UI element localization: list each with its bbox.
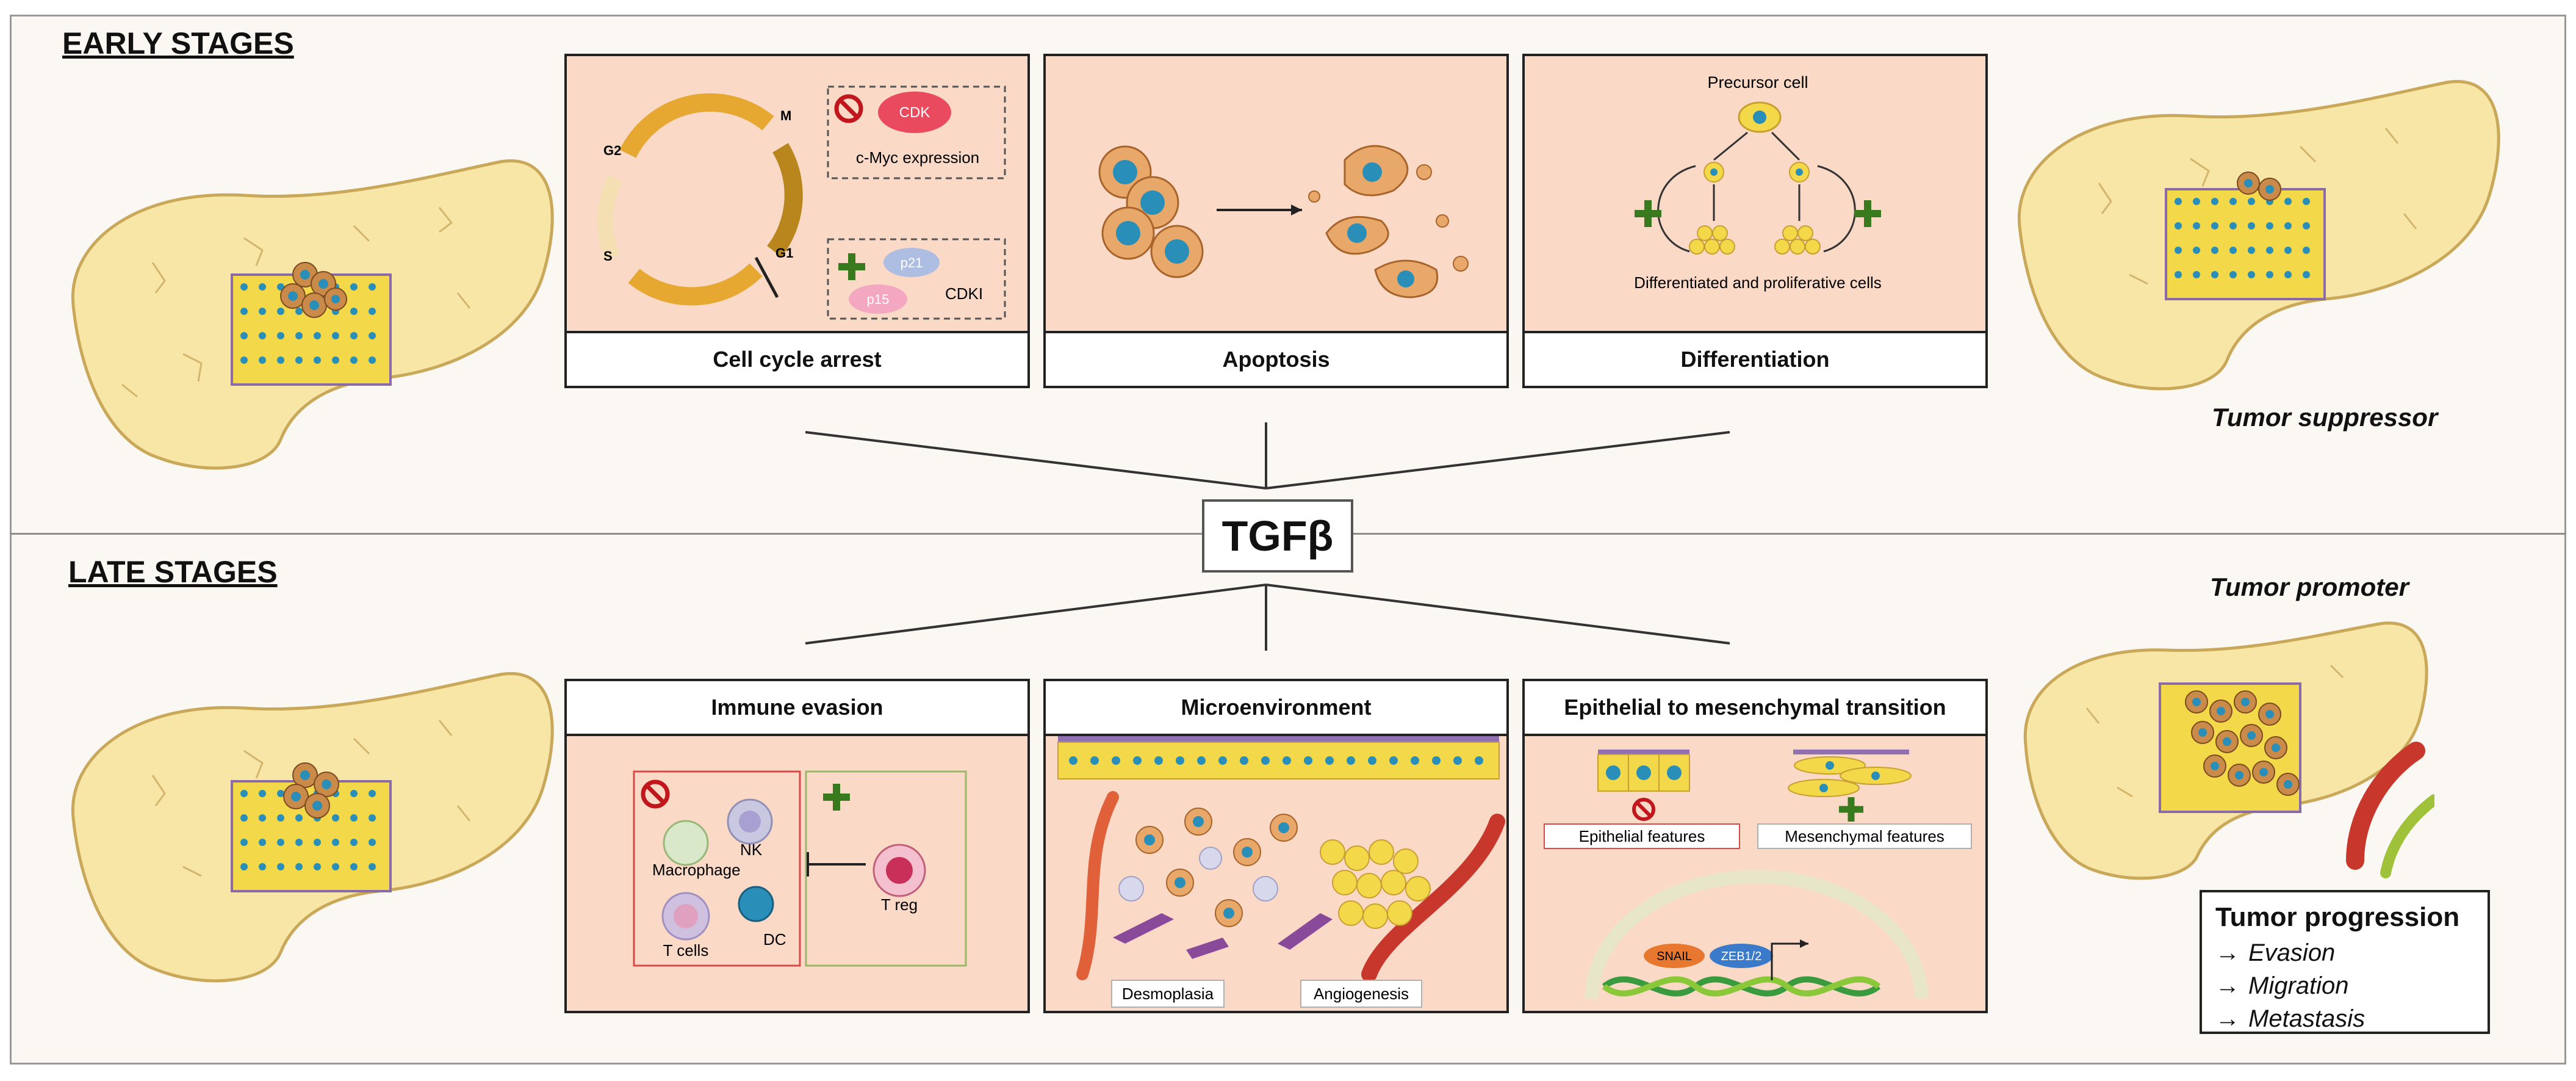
cdki-label: CDKI — [945, 284, 983, 303]
microenvironment-diagram: Desmoplasia Angiogenesis — [1057, 736, 1505, 1008]
microenvironment-box: Microenvironment Desmoplasia Angiogenesi… — [1043, 679, 1509, 1013]
desmoplasia-label: Desmoplasia — [1122, 985, 1214, 1003]
tumor-suppressor-label: Tumor suppressor — [2212, 403, 2438, 432]
arrow-icon: → — [2215, 939, 2240, 966]
progression-item-label: Evasion — [2248, 939, 2336, 966]
apoptosis-title: Apoptosis — [1046, 331, 1506, 386]
cdk-label: CDK — [899, 104, 930, 121]
progression-item-label: Migration — [2248, 972, 2349, 999]
liver-late-left — [71, 672, 554, 983]
mesenchymal-features-label: Mesenchymal features — [1785, 827, 1945, 845]
cell-cycle-arrest-title: Cell cycle arrest — [567, 331, 1027, 386]
apoptosis-diagram — [1098, 145, 1469, 298]
liver-early-right — [2017, 80, 2500, 391]
apoptosis-box: Apoptosis — [1043, 54, 1509, 388]
liver-late-right — [2023, 621, 2434, 880]
t-reg-label: T reg — [881, 895, 918, 914]
p15-label: p15 — [867, 292, 890, 307]
phase-m-label: M — [780, 108, 791, 123]
immune-evasion-diagram: NK Macrophage T cells DC T reg — [633, 770, 967, 967]
progression-item-evasion: → Evasion — [2215, 936, 2474, 969]
tumor-progression-box: Tumor progression → Evasion → Migration → M… — [2200, 890, 2490, 1034]
phase-g2-label: G2 — [603, 143, 621, 158]
phase-g1-label: G1 — [775, 245, 793, 261]
progression-item-metastasis: → Metastasis — [2215, 1002, 2474, 1035]
p21-label: p21 — [901, 255, 923, 270]
t-cells-label: T cells — [663, 941, 709, 960]
cell-cycle-arrest-box: G2 M S G1 CDK c-Myc expression p21 p15 C… — [564, 54, 1030, 388]
arrow-icon: → — [2215, 972, 2240, 999]
early-stages-title: EARLY STAGES — [62, 26, 294, 60]
connector-cell-cycle — [805, 431, 1267, 490]
connector-emt — [1265, 584, 1730, 645]
differentiation-diagram: Precursor cell Differentiated and prolif… — [1634, 73, 1882, 292]
differentiation-title: Differentiation — [1525, 331, 1985, 386]
precursor-cell-label: Precursor cell — [1707, 73, 1808, 92]
immune-evasion-box: Immune evasion NK Macrophage T cells DC … — [564, 679, 1030, 1013]
tumor-progression-title: Tumor progression — [2215, 902, 2460, 932]
progression-item-migration: → Migration — [2215, 969, 2474, 1002]
emt-box: Epithelial to mesenchymal transition Epi… — [1522, 679, 1988, 1013]
emt-title: Epithelial to mesenchymal transition — [1525, 681, 1985, 736]
zeb-label: ZEB1/2 — [1721, 950, 1762, 963]
immune-evasion-title: Immune evasion — [567, 681, 1027, 736]
macrophage-label: Macrophage — [652, 861, 741, 879]
nk-label: NK — [740, 841, 763, 859]
phase-s-label: S — [603, 248, 613, 264]
dc-label: DC — [763, 930, 786, 949]
differentiated-cells-label: Differentiated and proliferative cells — [1634, 273, 1882, 292]
cmyc-label: c-Myc expression — [856, 148, 979, 167]
late-stages-title: LATE STAGES — [68, 555, 278, 589]
progression-item-label: Metastasis — [2248, 1005, 2366, 1032]
liver-early-left — [71, 159, 554, 470]
snail-label: SNAIL — [1657, 950, 1692, 963]
connector-differentiation — [1265, 431, 1730, 490]
connector-immune — [805, 584, 1267, 645]
angiogenesis-label: Angiogenesis — [1314, 985, 1409, 1003]
emt-diagram: Epithelial features Mesenchymal features… — [1544, 750, 1972, 999]
cell-cycle-diagram: G2 M S G1 CDK c-Myc expression p21 p15 C… — [597, 85, 1006, 320]
epithelial-features-label: Epithelial features — [1579, 827, 1705, 845]
tumor-promoter-label: Tumor promoter — [2210, 573, 2409, 601]
microenvironment-title: Microenvironment — [1046, 681, 1506, 736]
tgf-beta-label: TGFβ — [1202, 499, 1353, 573]
differentiation-box: Precursor cell Differentiated and prolif… — [1522, 54, 1988, 388]
arrow-icon: → — [2215, 1005, 2240, 1032]
